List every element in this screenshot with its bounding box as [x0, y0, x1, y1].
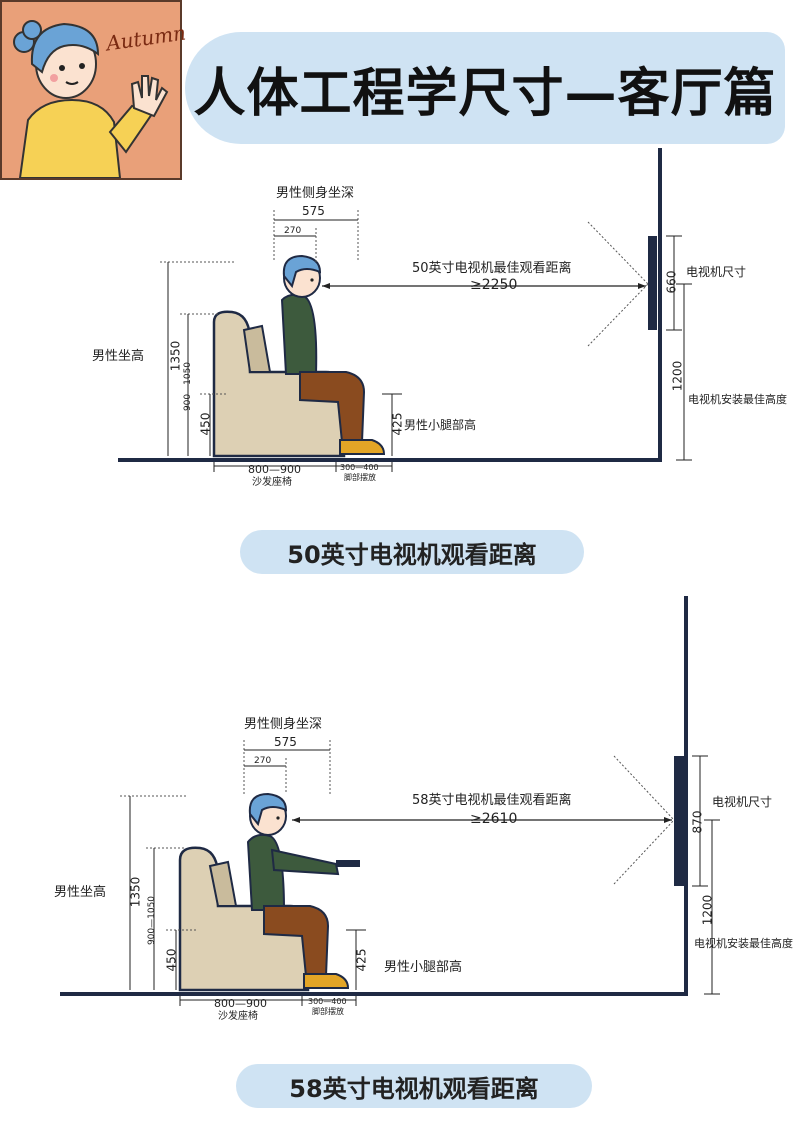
- remote-control-icon: [336, 860, 360, 867]
- person-shoe: [339, 439, 386, 455]
- side-depth-value: 575: [302, 204, 325, 218]
- calf-height-label: 男性小腿部高: [404, 418, 477, 432]
- view-distance-value: ≥2250: [470, 277, 518, 293]
- tv-size-label: 电视机尺寸: [712, 795, 773, 809]
- person-torso: [246, 833, 286, 911]
- calf-height-label: 男性小腿部高: [384, 960, 463, 975]
- page-title-banner: 人体工程学尺寸—客厅篇: [185, 32, 785, 144]
- author-avatar: Autumn: [0, 0, 187, 180]
- calf-height-value: 425: [354, 948, 369, 972]
- tv-size-label: 电视机尺寸: [686, 265, 747, 279]
- sofa-depth-value: 800—900: [214, 997, 267, 1010]
- person-legs: [263, 905, 330, 977]
- tv-mount-label: 电视机安装最佳高度: [688, 393, 787, 406]
- scene-58-inch: 男性侧身坐深 575 270 58英寸电视机最佳观看距离 ≥2610 电视机尺寸…: [0, 580, 800, 1131]
- scene-50-inch: 男性侧身坐深 575 270 50英寸电视机最佳观看距离 ≥2250 电视机尺寸…: [92, 148, 787, 574]
- sit-height-label: 男性坐高: [92, 349, 145, 364]
- tv-size-value: 870: [690, 810, 705, 834]
- sit-height-value: 1350: [128, 876, 143, 908]
- sit-height-label: 男性坐高: [54, 885, 107, 900]
- person-arm: [270, 848, 340, 876]
- scene-58-drawing: [60, 596, 720, 1006]
- head-offset-value: 270: [284, 226, 302, 236]
- person-torso: [280, 293, 318, 375]
- person-legs: [299, 371, 366, 443]
- foot-space-value: 300—400: [308, 997, 347, 1006]
- person-shoe: [303, 973, 350, 989]
- side-depth-label: 男性侧身坐深: [244, 717, 323, 732]
- tv-mount-value: 1200: [700, 894, 715, 926]
- view-distance-label: 50英寸电视机最佳观看距离: [412, 261, 572, 276]
- tv-mount-label: 电视机安装最佳高度: [694, 937, 793, 950]
- seat-height-value: 450: [164, 948, 179, 972]
- eye-range-value: 900—1050: [183, 361, 194, 412]
- calf-height-value: 425: [390, 412, 405, 436]
- sofa-label: 沙发座椅: [252, 477, 292, 488]
- tv-icon: [648, 236, 657, 330]
- scene-caption: 50英寸电视机观看距离: [240, 530, 584, 574]
- side-depth-label: 男性侧身坐深: [276, 186, 355, 201]
- tv-mount-value: 1200: [670, 360, 685, 392]
- foot-space-value: 300—400: [340, 463, 379, 472]
- scene-caption: 58英寸电视机观看距离: [236, 1064, 592, 1108]
- sofa-depth-value: 800—900: [248, 463, 301, 476]
- foot-space-label: 脚部摆放: [312, 1007, 344, 1016]
- foot-space-label: 脚部摆放: [344, 473, 376, 482]
- side-depth-value: 575: [274, 735, 297, 749]
- tv-size-value: 660: [664, 270, 679, 294]
- scene-caption-text: 58英寸电视机观看距离: [289, 1074, 539, 1103]
- head-offset-value: 270: [254, 756, 272, 766]
- view-distance-label: 58英寸电视机最佳观看距离: [412, 793, 572, 808]
- scene-caption-text: 50英寸电视机观看距离: [287, 540, 537, 569]
- sit-height-value: 1350: [168, 340, 183, 372]
- seat-height-value: 450: [198, 412, 213, 436]
- avatar-illustration: [13, 20, 169, 179]
- tv-icon: [674, 756, 684, 886]
- sofa-label: 沙发座椅: [218, 1011, 258, 1022]
- scene-50-drawing: [118, 148, 692, 472]
- view-distance-value: ≥2610: [470, 811, 518, 827]
- page-title: 人体工程学尺寸—客厅篇: [193, 63, 777, 124]
- eye-range-value: 900—1050: [147, 895, 158, 946]
